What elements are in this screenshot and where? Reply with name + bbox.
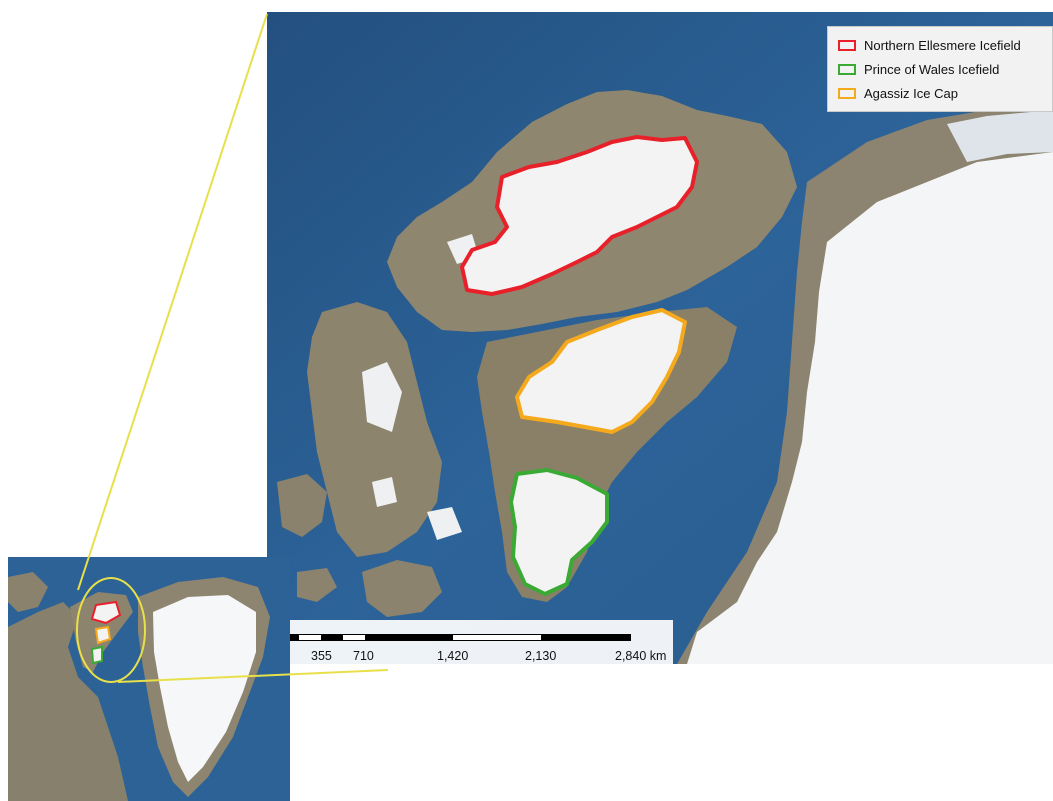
south-islands-landmass xyxy=(362,560,442,617)
greenland-ice-sheet xyxy=(687,152,1053,664)
southwest-small-island xyxy=(297,568,337,602)
scale-segment xyxy=(343,634,365,641)
inset-agassiz-ice-cap xyxy=(94,625,112,645)
island-snow xyxy=(372,477,397,507)
island-snow xyxy=(427,507,462,540)
inset-overview-map[interactable] xyxy=(8,557,290,801)
island-snow xyxy=(362,362,402,432)
scale-tick-label: 355 xyxy=(311,649,332,663)
main-map[interactable]: Northern Ellesmere Icefield Prince of Wa… xyxy=(267,12,1053,664)
leader-line-top xyxy=(77,13,268,591)
scale-tick-label: 1,420 xyxy=(437,649,469,663)
northern-ellesmere-icefield[interactable] xyxy=(460,135,699,296)
legend-label: Northern Ellesmere Icefield xyxy=(864,37,1021,53)
inset-canada-landmass xyxy=(8,602,128,801)
greenland-north-coast-ice xyxy=(947,110,1053,162)
prince-of-wales-icefield[interactable] xyxy=(509,468,609,596)
legend-label: Agassiz Ice Cap xyxy=(864,85,958,101)
inset-northern-ellesmere-icefield xyxy=(90,600,122,625)
scale-segment xyxy=(299,634,321,641)
scale-bar: 0 355 710 1,420 2,130 2,840 km xyxy=(267,620,673,664)
legend-item-agassiz: Agassiz Ice Cap xyxy=(838,81,1046,105)
scale-tick-label: 2,840 km xyxy=(615,649,667,663)
scale-tick-label: 2,130 xyxy=(525,649,557,663)
scale-segment xyxy=(541,634,631,641)
legend-swatch xyxy=(838,87,856,99)
legend-item-northern-ellesmere: Northern Ellesmere Icefield xyxy=(838,33,1046,57)
legend-swatch xyxy=(838,63,856,75)
legend-label: Prince of Wales Icefield xyxy=(864,61,1000,77)
inset-map-svg xyxy=(8,557,290,801)
map-legend: Northern Ellesmere Icefield Prince of Wa… xyxy=(827,26,1053,112)
inset-island-landmass xyxy=(8,572,48,612)
scale-tick-label: 710 xyxy=(353,649,374,663)
agassiz-ice-cap[interactable] xyxy=(515,308,687,434)
scale-segment xyxy=(453,634,541,641)
legend-item-prince-of-wales: Prince of Wales Icefield xyxy=(838,57,1046,81)
legend-swatch xyxy=(838,39,856,51)
scale-segment xyxy=(365,634,453,641)
southwest-islands-landmass xyxy=(277,474,327,537)
western-islands-landmass xyxy=(307,302,442,557)
inset-prince-of-wales-icefield xyxy=(90,645,103,665)
main-map-svg xyxy=(267,12,1053,664)
scale-segment xyxy=(321,634,343,641)
inset-greenland-ice xyxy=(153,595,256,782)
